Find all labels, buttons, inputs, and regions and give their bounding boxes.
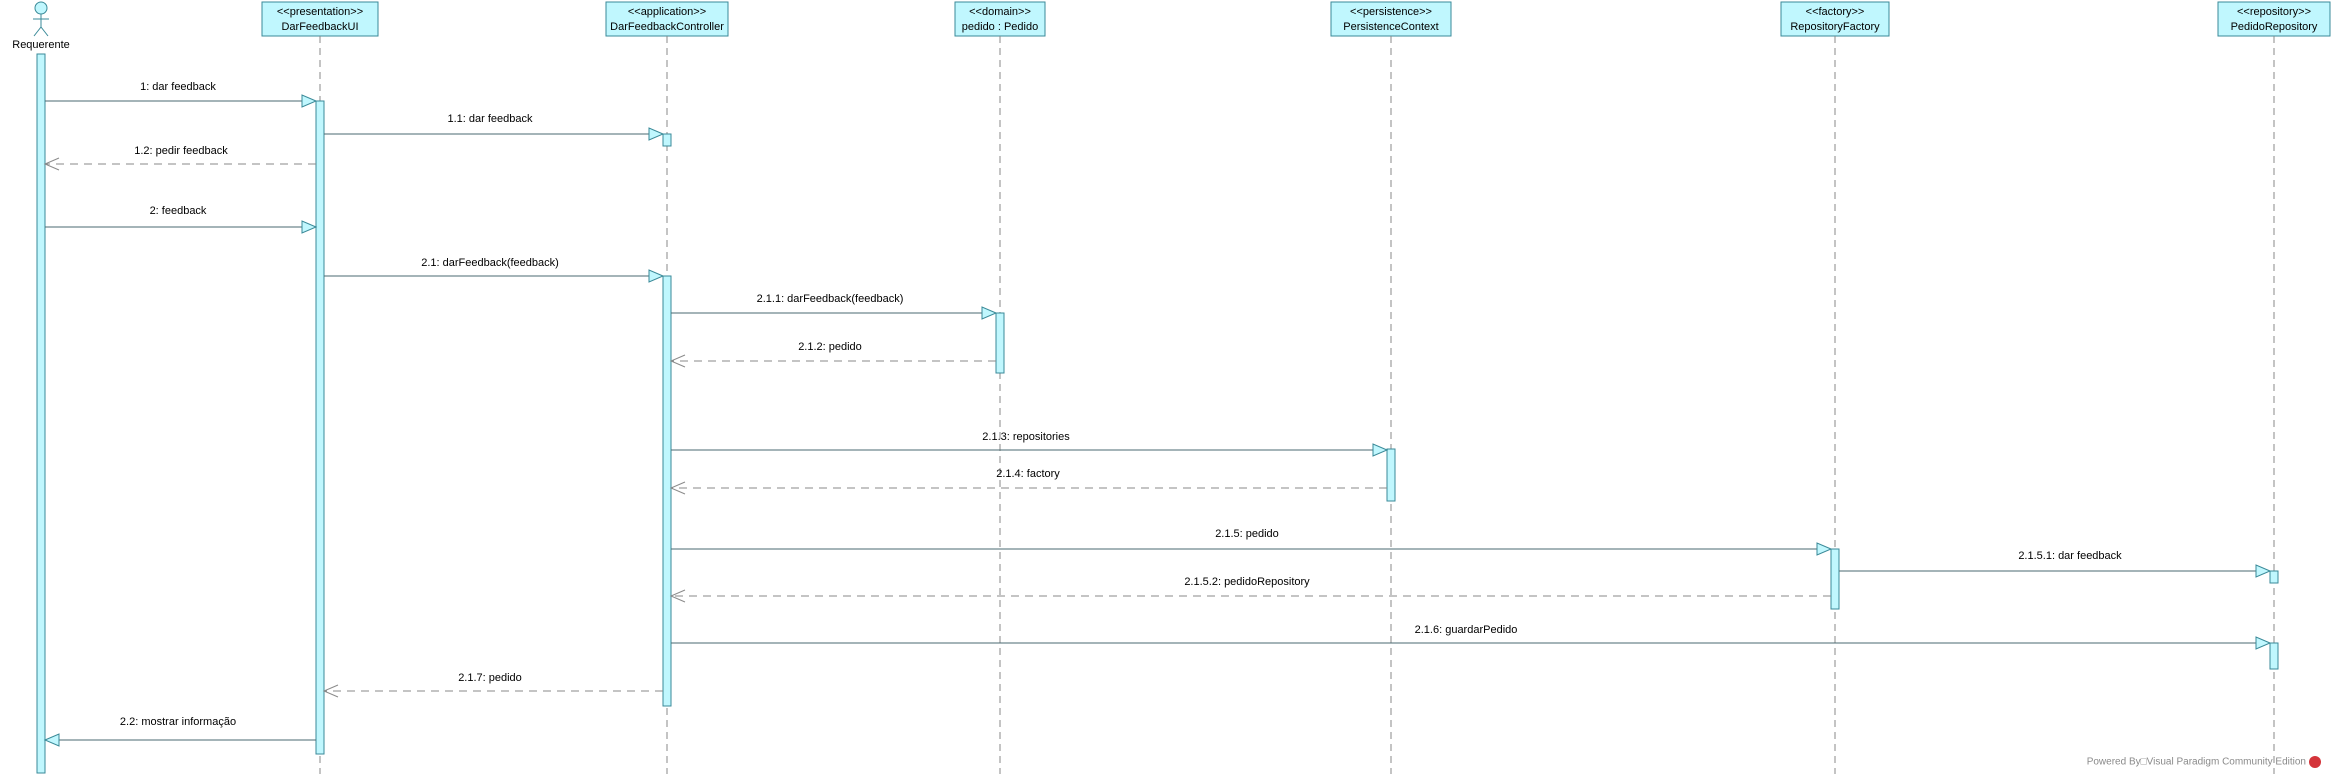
participant-name: DarFeedbackController (610, 21, 724, 33)
message-label: 2.1.3: repositories (982, 431, 1070, 443)
message-label: 2: feedback (150, 205, 207, 217)
participant-name: RepositoryFactory (1790, 21, 1880, 33)
activation-repository-factory (1830, 548, 1840, 610)
message-2-1-7: 2.1.7: pedido (322, 672, 663, 698)
participant-pedido-repository: <<repository>> PedidoRepository (2217, 1, 2331, 37)
message-2-2: 2.2: mostrar informação (43, 716, 316, 747)
activation-pedido-repository-2 (2269, 642, 2279, 670)
participant-stereotype: <<application>> (628, 6, 706, 18)
activation-pedido (995, 312, 1005, 374)
message-2-1-5: 2.1.5: pedido (671, 528, 1833, 556)
participant-controller: <<application>> DarFeedbackController (605, 1, 729, 37)
message-2-1-2: 2.1.2: pedido (669, 341, 996, 368)
activation-pedido-repository-1 (2269, 570, 2279, 584)
message-label: 1: dar feedback (140, 81, 216, 93)
participant-ui: <<presentation>> DarFeedbackUI (261, 1, 379, 37)
activation-controller-2 (662, 275, 672, 707)
message-label: 2.2: mostrar informação (120, 716, 236, 728)
footer: Powered By□Visual Paradigm Community Edi… (2087, 756, 2321, 768)
actor-requerente: Requerente (12, 1, 70, 51)
activation-controller-1 (662, 133, 672, 147)
message-label: 2.1.1: darFeedback(feedback) (757, 293, 904, 305)
actor-head-icon (34, 1, 48, 15)
participant-persistence-context: <<persistence>> PersistenceContext (1330, 1, 1452, 37)
message-1: 1: dar feedback (45, 81, 318, 108)
participant-stereotype: <<presentation>> (277, 6, 363, 18)
actor-label: Requerente (12, 39, 70, 51)
message-label: 2.1.4: factory (996, 468, 1060, 480)
message-1-2: 1.2: pedir feedback (43, 145, 316, 171)
participant-repository-factory: <<factory>> RepositoryFactory (1780, 1, 1890, 37)
message-2: 2: feedback (45, 205, 318, 234)
participant-stereotype: <<persistence>> (1350, 6, 1432, 18)
participant-pedido: <<domain>> pedido : Pedido (954, 1, 1046, 37)
message-1-1: 1.1: dar feedback (324, 113, 665, 141)
message-2-1-5-1: 2.1.5.1: dar feedback (1839, 550, 2272, 578)
message-label: 2.1: darFeedback(feedback) (421, 257, 559, 269)
activation-persistence-context (1386, 448, 1396, 502)
participant-name: DarFeedbackUI (281, 21, 358, 33)
message-2-1-6: 2.1.6: guardarPedido (671, 624, 2272, 650)
message-label: 2.1.7: pedido (458, 672, 522, 684)
message-2-1-4: 2.1.4: factory (669, 468, 1387, 495)
participant-stereotype: <<repository>> (2237, 6, 2311, 18)
message-label: 2.1.5.2: pedidoRepository (1184, 576, 1310, 588)
activation-actor (36, 53, 46, 774)
participant-name: PedidoRepository (2231, 21, 2318, 33)
message-label: 2.1.5.1: dar feedback (2018, 550, 2122, 562)
participant-stereotype: <<domain>> (969, 6, 1031, 18)
participant-name: PersistenceContext (1343, 21, 1438, 33)
message-2-1-1: 2.1.1: darFeedback(feedback) (671, 293, 998, 320)
message-2-1-5-2: 2.1.5.2: pedidoRepository (669, 576, 1831, 603)
activation-ui (315, 100, 325, 755)
message-2-1: 2.1: darFeedback(feedback) (324, 257, 665, 283)
message-label: 2.1.5: pedido (1215, 528, 1279, 540)
message-label: 1.2: pedir feedback (134, 145, 228, 157)
footer-text: Powered By□Visual Paradigm Community Edi… (2086, 756, 2306, 768)
participant-stereotype: <<factory>> (1806, 6, 1865, 18)
visual-paradigm-logo-icon (2309, 756, 2321, 768)
message-label: 2.1.6: guardarPedido (1415, 624, 1518, 636)
message-label: 1.1: dar feedback (447, 113, 533, 125)
message-label: 2.1.2: pedido (798, 341, 862, 353)
message-2-1-3: 2.1.3: repositories (671, 431, 1389, 457)
participant-name: pedido : Pedido (962, 21, 1038, 33)
